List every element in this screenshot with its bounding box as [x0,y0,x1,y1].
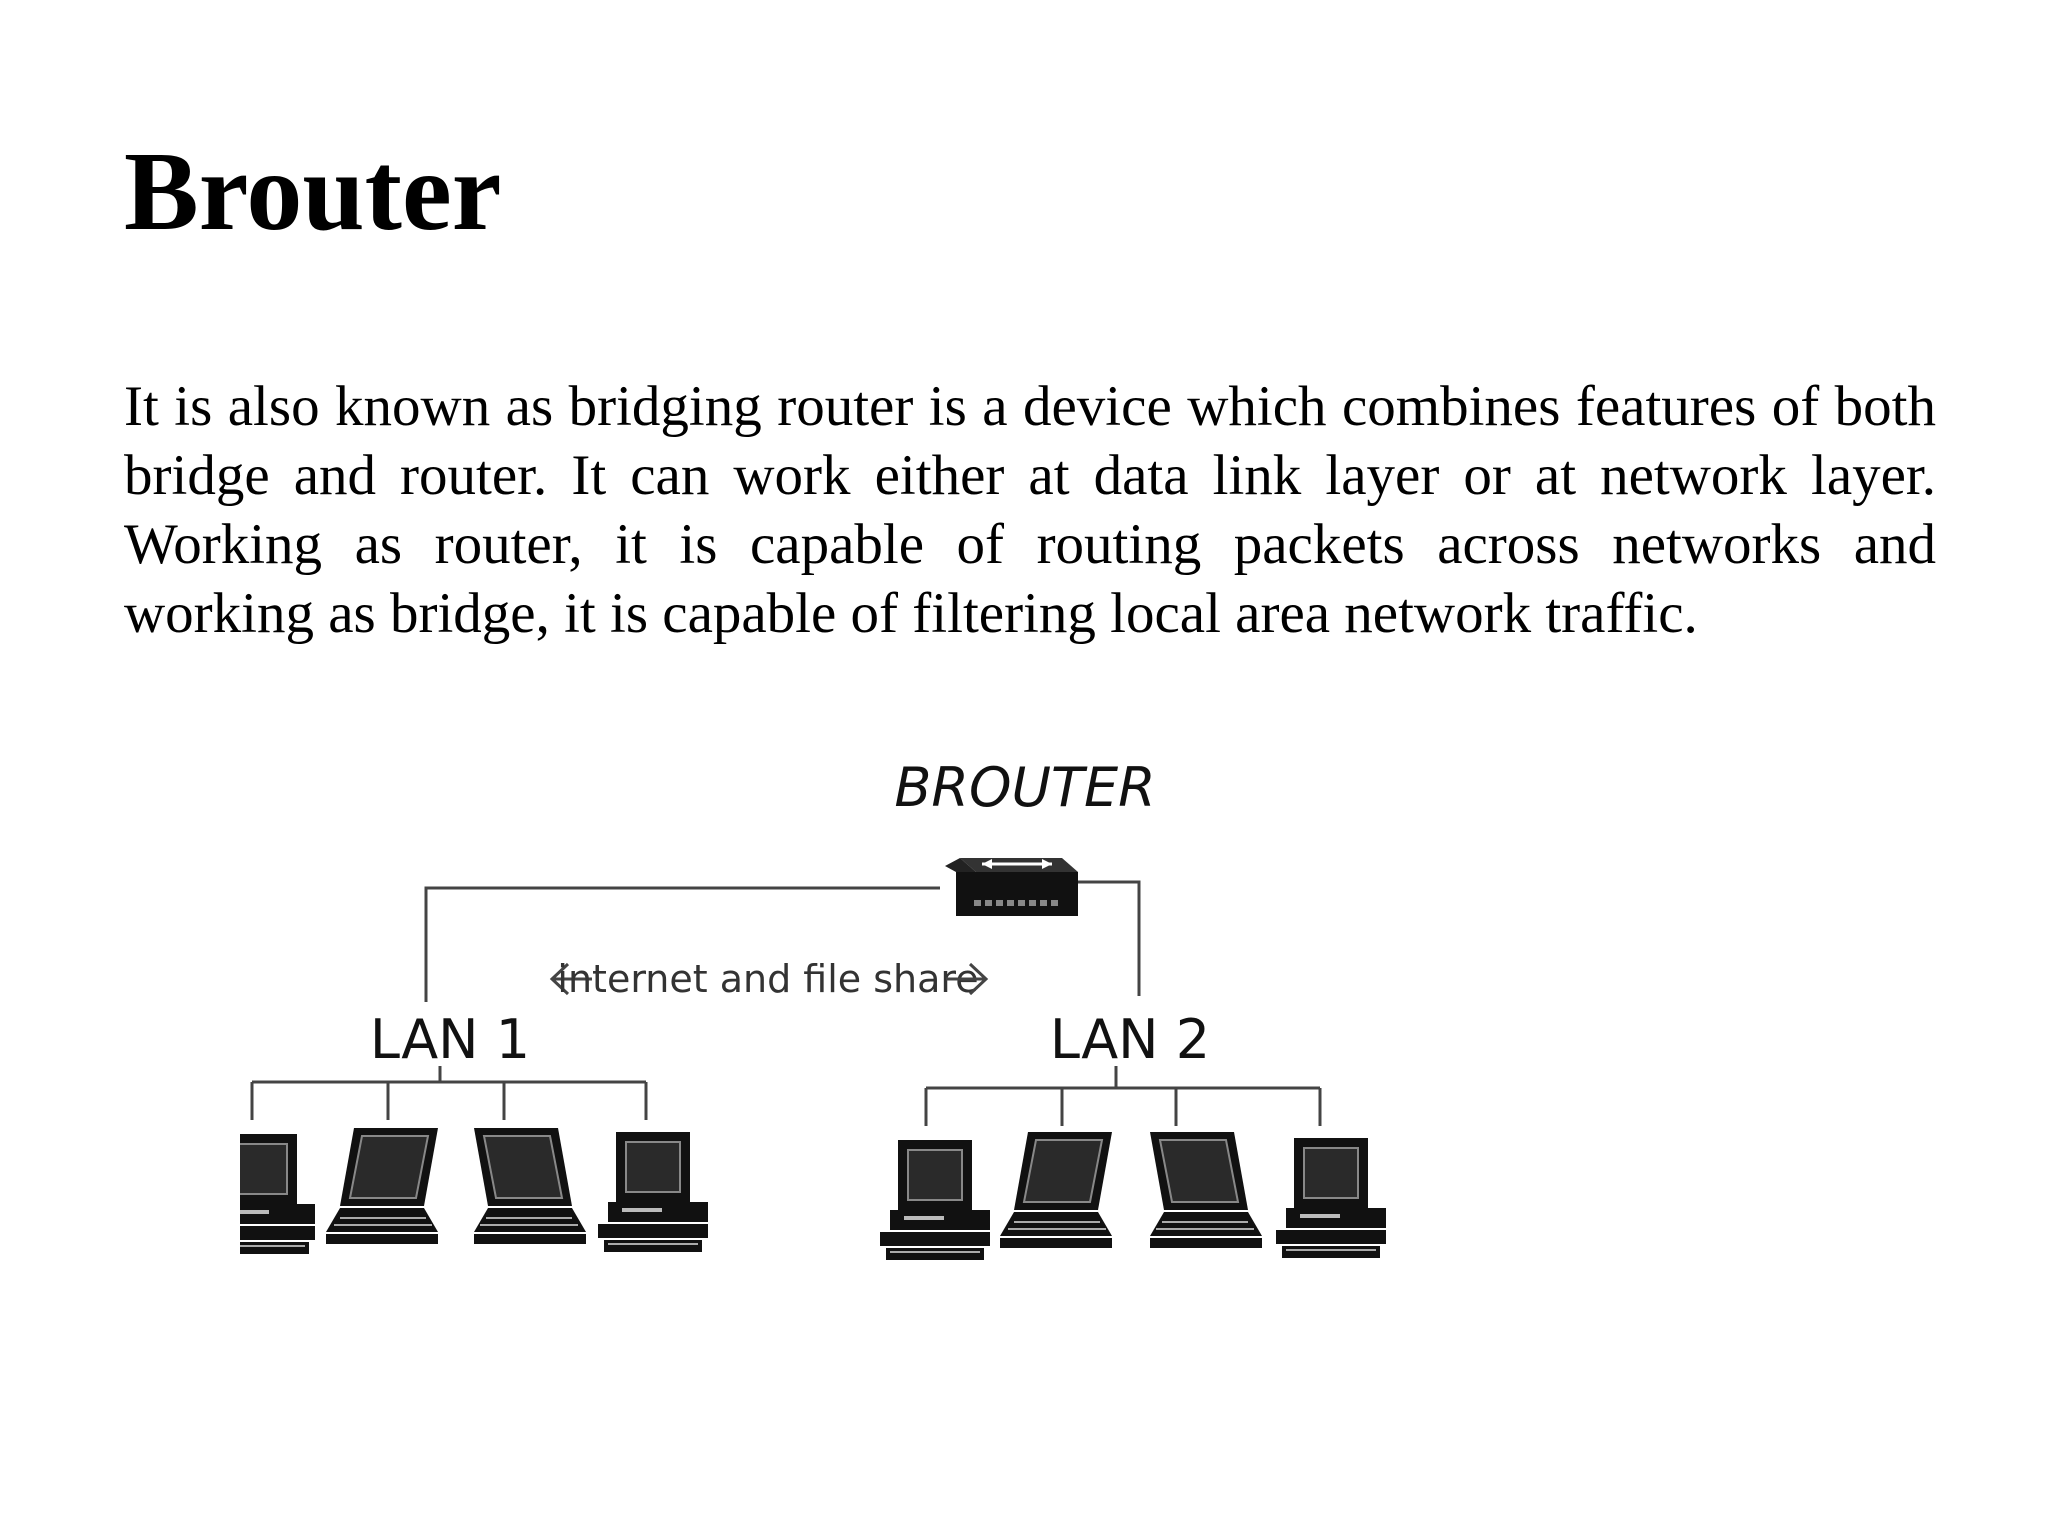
lan-1-bus [250,1066,648,1120]
laptop-icon [325,1127,439,1245]
laptop-icon [999,1131,1113,1249]
brouter-label: BROUTER [894,756,1155,819]
lan-2-bus [924,1066,1322,1126]
left-arrow-icon [549,962,592,996]
desktop-computer-icon [597,1131,709,1253]
brouter-network-diagram: BROUTER internet and file sh [240,740,1880,1340]
desktop-computer-icon [879,1139,991,1261]
router-links [424,880,1141,1002]
slide-title: Brouter [124,130,502,254]
slide-body-text: It is also known as bridging router is a… [124,375,1936,645]
desktop-computer-icon [240,1133,316,1255]
right-arrow-icon [946,962,989,996]
desktop-computer-icon [1275,1137,1387,1259]
router-icon [945,858,1078,916]
laptop-icon [473,1127,587,1245]
link-label: internet and file share [557,957,978,1001]
lan-2-label: LAN 2 [1050,1008,1210,1071]
laptop-icon [1149,1131,1263,1249]
lan-1-label: LAN 1 [370,1008,530,1071]
